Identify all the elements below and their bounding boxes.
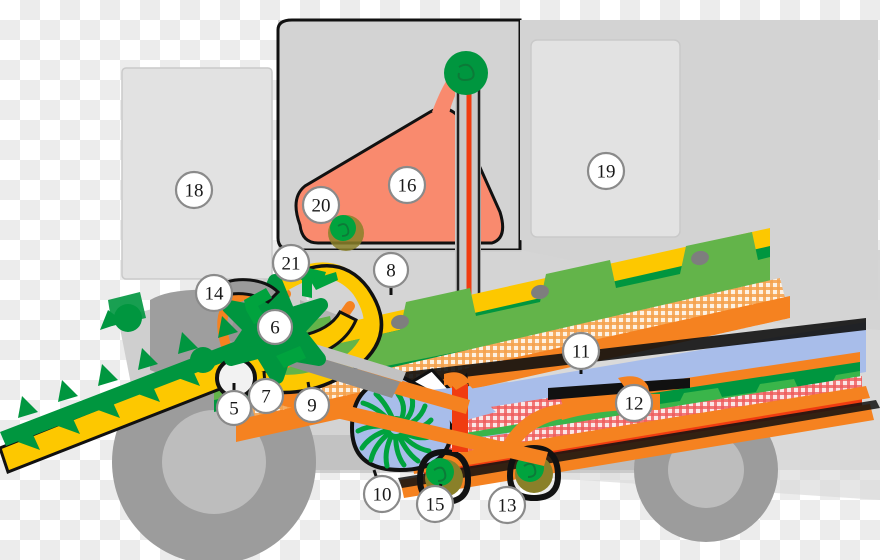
tank-drive-pulley <box>328 215 364 251</box>
callout-13[interactable]: 13 <box>487 485 527 525</box>
callout-8[interactable]: 8 <box>372 251 410 295</box>
callout-13-label: 13 <box>498 496 517 517</box>
callout-18[interactable]: 18 <box>174 170 214 210</box>
callout-7[interactable]: 7 <box>247 371 285 415</box>
callout-10[interactable]: 10 <box>362 469 402 514</box>
feeder-belt-outline <box>228 264 384 395</box>
callout-12[interactable]: 12 <box>614 383 654 423</box>
tank-unload-shaft <box>455 62 481 302</box>
callout-layer: 5 6 7 8 9 10 11 <box>174 151 654 525</box>
callout-5-label: 5 <box>229 399 239 420</box>
callout-21-label: 21 <box>282 254 301 275</box>
callout-8-label: 8 <box>386 261 396 282</box>
callout-19[interactable]: 19 <box>586 151 626 191</box>
callout-14-label: 14 <box>205 284 225 305</box>
callout-15[interactable]: 15 <box>415 483 455 524</box>
callout-11-label: 11 <box>572 342 590 363</box>
callout-12-label: 12 <box>625 394 644 415</box>
callout-16[interactable]: 16 <box>387 165 427 205</box>
callout-19-label: 19 <box>597 162 616 183</box>
callout-6[interactable]: 6 <box>256 308 294 346</box>
callout-7-label: 7 <box>261 387 271 408</box>
concave-clip <box>244 266 338 368</box>
left-edge-feeder-stub <box>100 292 146 332</box>
callout-11[interactable]: 11 <box>561 331 601 374</box>
tank-top-pulley <box>444 51 488 95</box>
rear-panel-right <box>530 39 681 238</box>
callout-18-label: 18 <box>185 181 204 202</box>
callout-14[interactable]: 14 <box>194 273 234 313</box>
callout-20[interactable]: 20 <box>301 185 341 225</box>
callout-5[interactable]: 5 <box>215 383 253 427</box>
callout-16-label: 16 <box>398 176 417 197</box>
callout-6-label: 6 <box>270 318 280 339</box>
callout-21[interactable]: 21 <box>271 243 311 283</box>
callout-10-label: 10 <box>373 485 392 506</box>
callout-9-label: 9 <box>307 396 317 417</box>
callout-15-label: 15 <box>426 495 445 516</box>
callout-20-label: 20 <box>312 196 331 217</box>
callout-9[interactable]: 9 <box>293 381 331 424</box>
